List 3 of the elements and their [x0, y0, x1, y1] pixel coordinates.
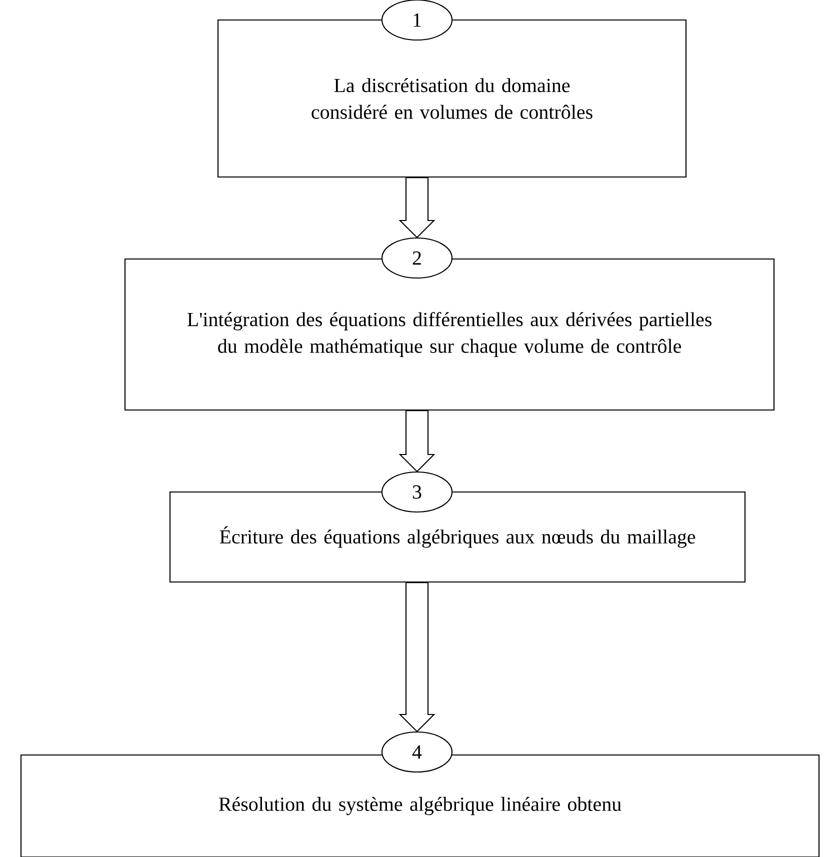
block-arrow — [398, 177, 436, 238]
block-arrow — [398, 410, 436, 472]
block-arrow — [398, 582, 436, 732]
